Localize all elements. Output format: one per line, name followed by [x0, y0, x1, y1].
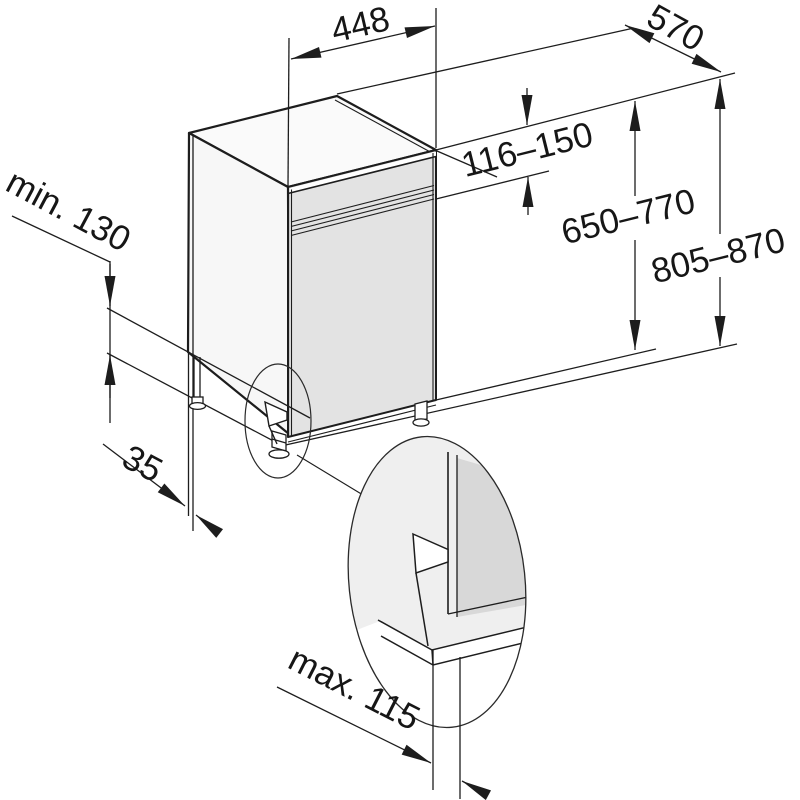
dim-line-width: [290, 25, 436, 60]
callout-circle-small: [244, 363, 312, 479]
dim-plinth-recess: [276, 649, 492, 800]
control-panel-strip: [290, 184, 435, 237]
dim-arrow-gap-right: [195, 514, 224, 538]
appliance-side-panel: [186, 131, 291, 436]
dim-arrow-gap-left: [102, 443, 186, 507]
foot-front-left: [268, 430, 290, 459]
foot-front-right: [412, 400, 430, 427]
plinth-notch-small: [264, 400, 288, 445]
dimension-lines: [102, 24, 726, 538]
dim-label-total-height: 805–870: [647, 220, 789, 291]
callout-leader-line: [296, 454, 364, 496]
dim-label-width: 448: [328, 0, 394, 50]
appliance-body: [186, 94, 438, 443]
callout-circle-large: [347, 435, 527, 729]
appliance-feet: [188, 356, 430, 459]
callout-detail-large: [336, 435, 532, 737]
dim-label-plinth-min-height: min. 130: [0, 162, 137, 259]
dim-label-side-panel-gap: 35: [116, 437, 169, 490]
appliance-door: [287, 149, 437, 438]
foot-back-left: [188, 356, 207, 411]
dim-label-door-height: 650–770: [557, 181, 699, 252]
extension-lines: [11, 8, 738, 531]
dim-line-depth: [624, 24, 722, 73]
dim-label-control-panel-height: 116–150: [458, 115, 597, 185]
plinth-notch-large: [412, 532, 449, 647]
